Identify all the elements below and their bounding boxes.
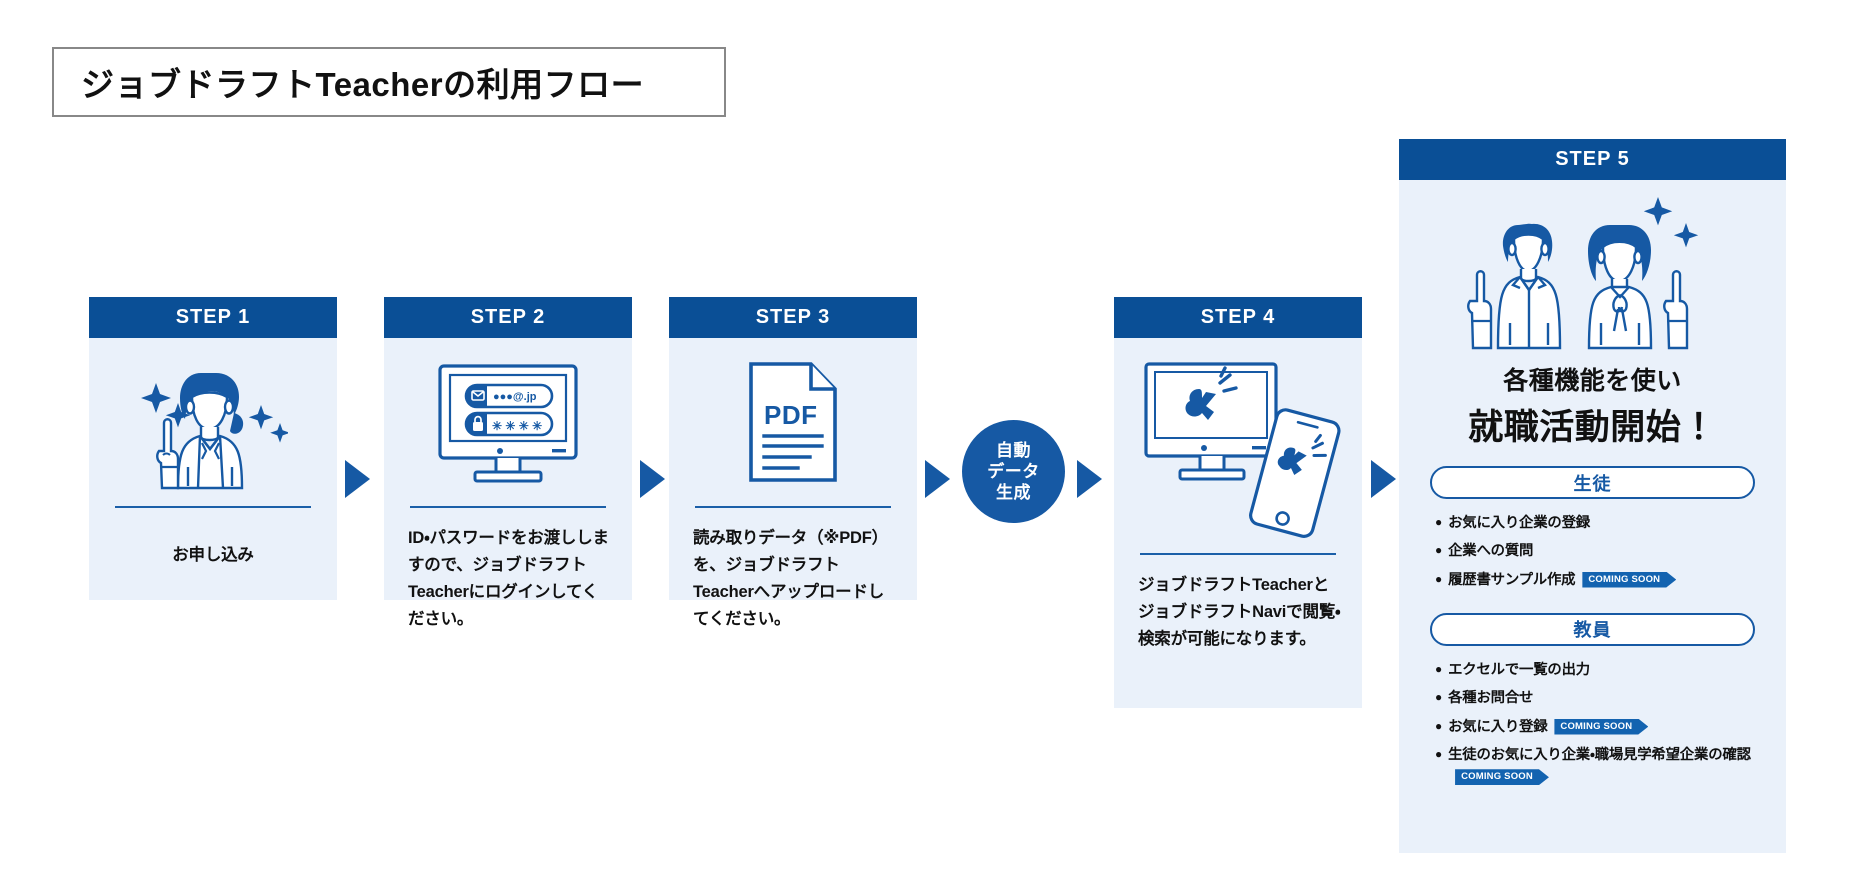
svg-text:✳ ✳ ✳ ✳: ✳ ✳ ✳ ✳ (492, 419, 542, 433)
pdf-document-icon: PDF (669, 338, 917, 506)
step-2-header: STEP 2 (384, 297, 632, 338)
bullet-icon: ● (1435, 515, 1443, 529)
step-card-5: STEP 5 (1399, 139, 1786, 853)
step-1-text: お申し込み (172, 546, 254, 564)
monitor-and-smartphone-icon (1114, 338, 1362, 553)
bullet-icon: ● (1435, 690, 1443, 705)
step-4-header: STEP 4 (1114, 297, 1362, 338)
bullet-icon: ● (1435, 718, 1443, 733)
step-2-text: ID・パスワードをお渡ししますので、ジョブドラフトTeacherにログインしてく… (408, 529, 609, 628)
step-card-2: STEP 2 ●●●@.jp (384, 297, 632, 628)
svg-text:●●●@.jp: ●●●@.jp (493, 391, 537, 403)
list-item: ● エクセルで一覧の出力 (1435, 659, 1786, 681)
flow-arrow-2-to-3 (640, 460, 665, 498)
flow-arrow-3-to-auto (925, 460, 950, 498)
step-2-body: ●●●@.jp ✳ ✳ ✳ ✳ ID・パスワードをお渡ししますので、ジョブドラフ… (384, 338, 632, 628)
step-3-header: STEP 3 (669, 297, 917, 338)
page-title-box: ジョブドラフトTeacherの利用フロー (52, 47, 726, 117)
step-card-1: STEP 1 (89, 297, 337, 600)
flow-arrow-4-to-5 (1371, 460, 1396, 498)
step-card-4: STEP 4 (1114, 297, 1362, 708)
flow-arrow-auto-to-4 (1077, 460, 1102, 498)
page-title: ジョブドラフトTeacherの利用フロー (81, 66, 645, 103)
group-pill-students: 生徒 (1430, 466, 1755, 499)
step-card-3: STEP 3 PDF 読み取りデータ（※PDF）を、ジョブドラフトTeacher… (669, 297, 917, 628)
step-2-divider (410, 506, 606, 508)
bullet-icon: ● (1435, 661, 1443, 676)
group-pill-teachers: 教員 (1430, 612, 1755, 646)
step-3-body: PDF 読み取りデータ（※PDF）を、ジョブドラフトTeacherへアップロード… (669, 338, 917, 628)
feature-label: エクセルで一覧の出力 (1448, 661, 1590, 678)
step-5-body: 各種機能を使い 就職活動開始！ 生徒 ● お気に入り企業の登録 ● 企業への質問… (1399, 180, 1786, 853)
monitor-login-icon: ●●●@.jp ✳ ✳ ✳ ✳ (384, 338, 632, 506)
feature-label: 生徒のお気に入り企業・職場見学希望企業の確認COMING SOON (1448, 744, 1786, 789)
step-4-divider (1140, 553, 1336, 555)
step-4-text: ジョブドラフトTeacherとジョブドラフトNaviで閲覧・検索が可能になります… (1138, 576, 1341, 648)
bullet-icon: ● (1435, 746, 1443, 761)
auto-circle-line-1: 自動 (996, 440, 1031, 460)
bullet-icon: ● (1435, 543, 1443, 558)
bullet-icon: ● (1435, 571, 1443, 586)
step-1-body: お申し込み (89, 338, 337, 600)
list-item: ● 企業への質問 (1435, 540, 1786, 562)
coming-soon-badge: COMING SOON (1582, 572, 1676, 588)
step-3-divider (695, 506, 891, 508)
step-5-headline-line-1: 各種機能を使い (1503, 367, 1682, 395)
coming-soon-badge: COMING SOON (1455, 769, 1549, 785)
feature-label: 企業への質問 (1448, 543, 1534, 560)
flow-arrow-1-to-2 (345, 460, 370, 498)
list-item: ● 各種お問合せ (1435, 687, 1786, 709)
auto-data-generation-badge: 自動 データ 生成 (962, 420, 1065, 523)
teacher-person-sparkles-icon (89, 338, 337, 506)
two-students-sparkles-icon (1399, 180, 1786, 355)
step-5-header: STEP 5 (1399, 139, 1786, 180)
auto-circle-line-2: データ (987, 461, 1040, 481)
list-item: ● お気に入り企業の登録 (1435, 512, 1786, 534)
feature-label: お気に入り企業の登録 (1448, 515, 1590, 531)
list-item: ● 生徒のお気に入り企業・職場見学希望企業の確認COMING SOON (1435, 744, 1786, 789)
svg-text:PDF: PDF (764, 400, 818, 430)
step-1-header: STEP 1 (89, 297, 337, 338)
step-5-headline-line-2: 就職活動開始！ (1468, 408, 1717, 447)
step-5-headline: 各種機能を使い 就職活動開始！ (1399, 355, 1786, 450)
feature-label: 各種お問合せ (1448, 690, 1534, 707)
step-1-divider (115, 506, 311, 508)
step-4-body: ジョブドラフトTeacherとジョブドラフトNaviで閲覧・検索が可能になります… (1114, 338, 1362, 708)
auto-circle-line-3: 生成 (996, 483, 1031, 503)
coming-soon-badge: COMING SOON (1554, 719, 1648, 735)
step-3-text: 読み取りデータ（※PDF）を、ジョブドラフトTeacherへアップロードしてくだ… (693, 529, 888, 628)
